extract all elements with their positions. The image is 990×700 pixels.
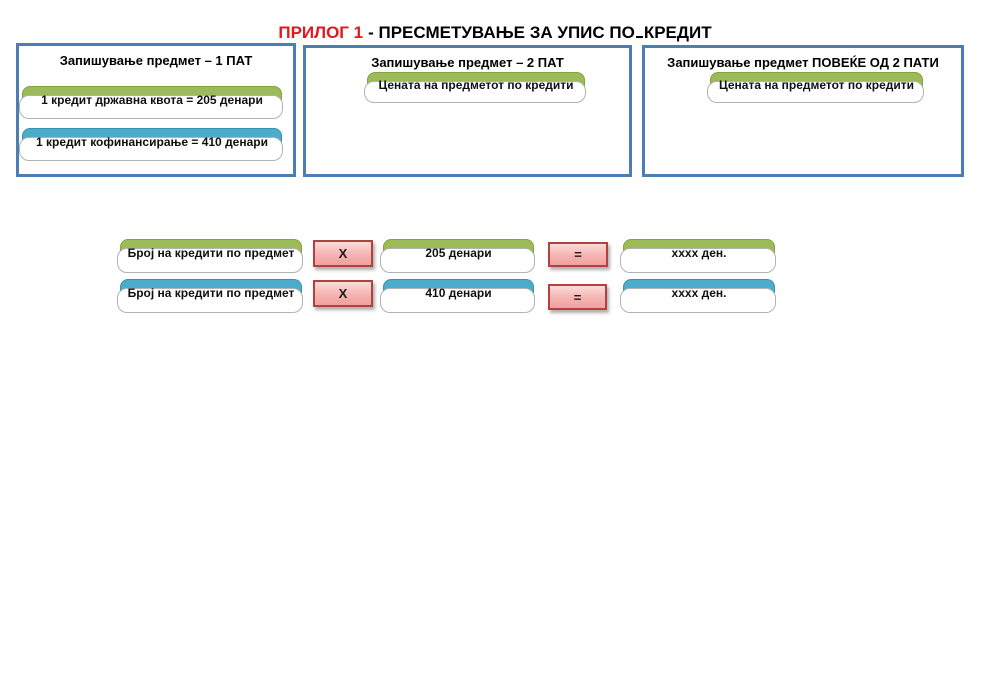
- page-title-appendix-label: ПРИЛОГ 1: [278, 23, 364, 42]
- cofinancing-credit-price-pill: 1 кредит кофинансирање = 410 денари: [19, 128, 283, 161]
- page-title-last-word: КРЕДИТ: [643, 23, 712, 42]
- panel-enroll-more-than-twice: Запишување предмет ПОВЕЌЕ ОД 2 ПАТИ Цена…: [642, 45, 964, 177]
- panel-enroll-first-time: Запишување предмет – 1 ПАТ 1 кредит држа…: [16, 43, 296, 177]
- formula2-credit-price-pill: 410 денари: [380, 279, 535, 313]
- formula1-credits-count-pill: Број на кредити по предмет: [117, 239, 303, 273]
- formula2-multiply-operator: X: [313, 280, 373, 307]
- panel-enroll-second-time: Запишување предмет – 2 ПАТ Цената на пре…: [303, 45, 632, 177]
- formula1-multiply-operator: X: [313, 240, 373, 267]
- panel-enroll-more-than-twice-title: Запишување предмет ПОВЕЌЕ ОД 2 ПАТИ: [667, 55, 939, 70]
- panel-enroll-second-time-title: Запишување предмет – 2 ПАТ: [371, 55, 564, 70]
- formula1-result-pill: хххх ден.: [620, 239, 776, 273]
- formula2-credits-count-pill: Број на кредити по предмет: [117, 279, 303, 313]
- page-title-main-text: - ПРЕСМЕТУВАЊЕ ЗА УПИС ПО: [368, 23, 635, 42]
- formula2-result-pill: хххх ден.: [620, 279, 776, 313]
- formula2-equals-operator: =: [548, 284, 607, 310]
- formula1-credit-price-pill: 205 денари: [380, 239, 535, 273]
- page-title: ПРИЛОГ 1- ПРЕСМЕТУВАЊЕ ЗА УПИС ПО КРЕДИТ: [0, 23, 990, 43]
- subject-price-per-credits-pill: Цената на предметот по кредити: [707, 72, 924, 103]
- state-quota-credit-price-pill: 1 кредит државна квота = 205 денари: [19, 86, 283, 119]
- panel-enroll-first-time-title: Запишување предмет – 1 ПАТ: [59, 53, 253, 68]
- subject-price-per-credits-pill: Цената на предметот по кредити: [364, 72, 586, 103]
- underlined-space: [635, 23, 643, 38]
- formula1-equals-operator: =: [548, 242, 608, 267]
